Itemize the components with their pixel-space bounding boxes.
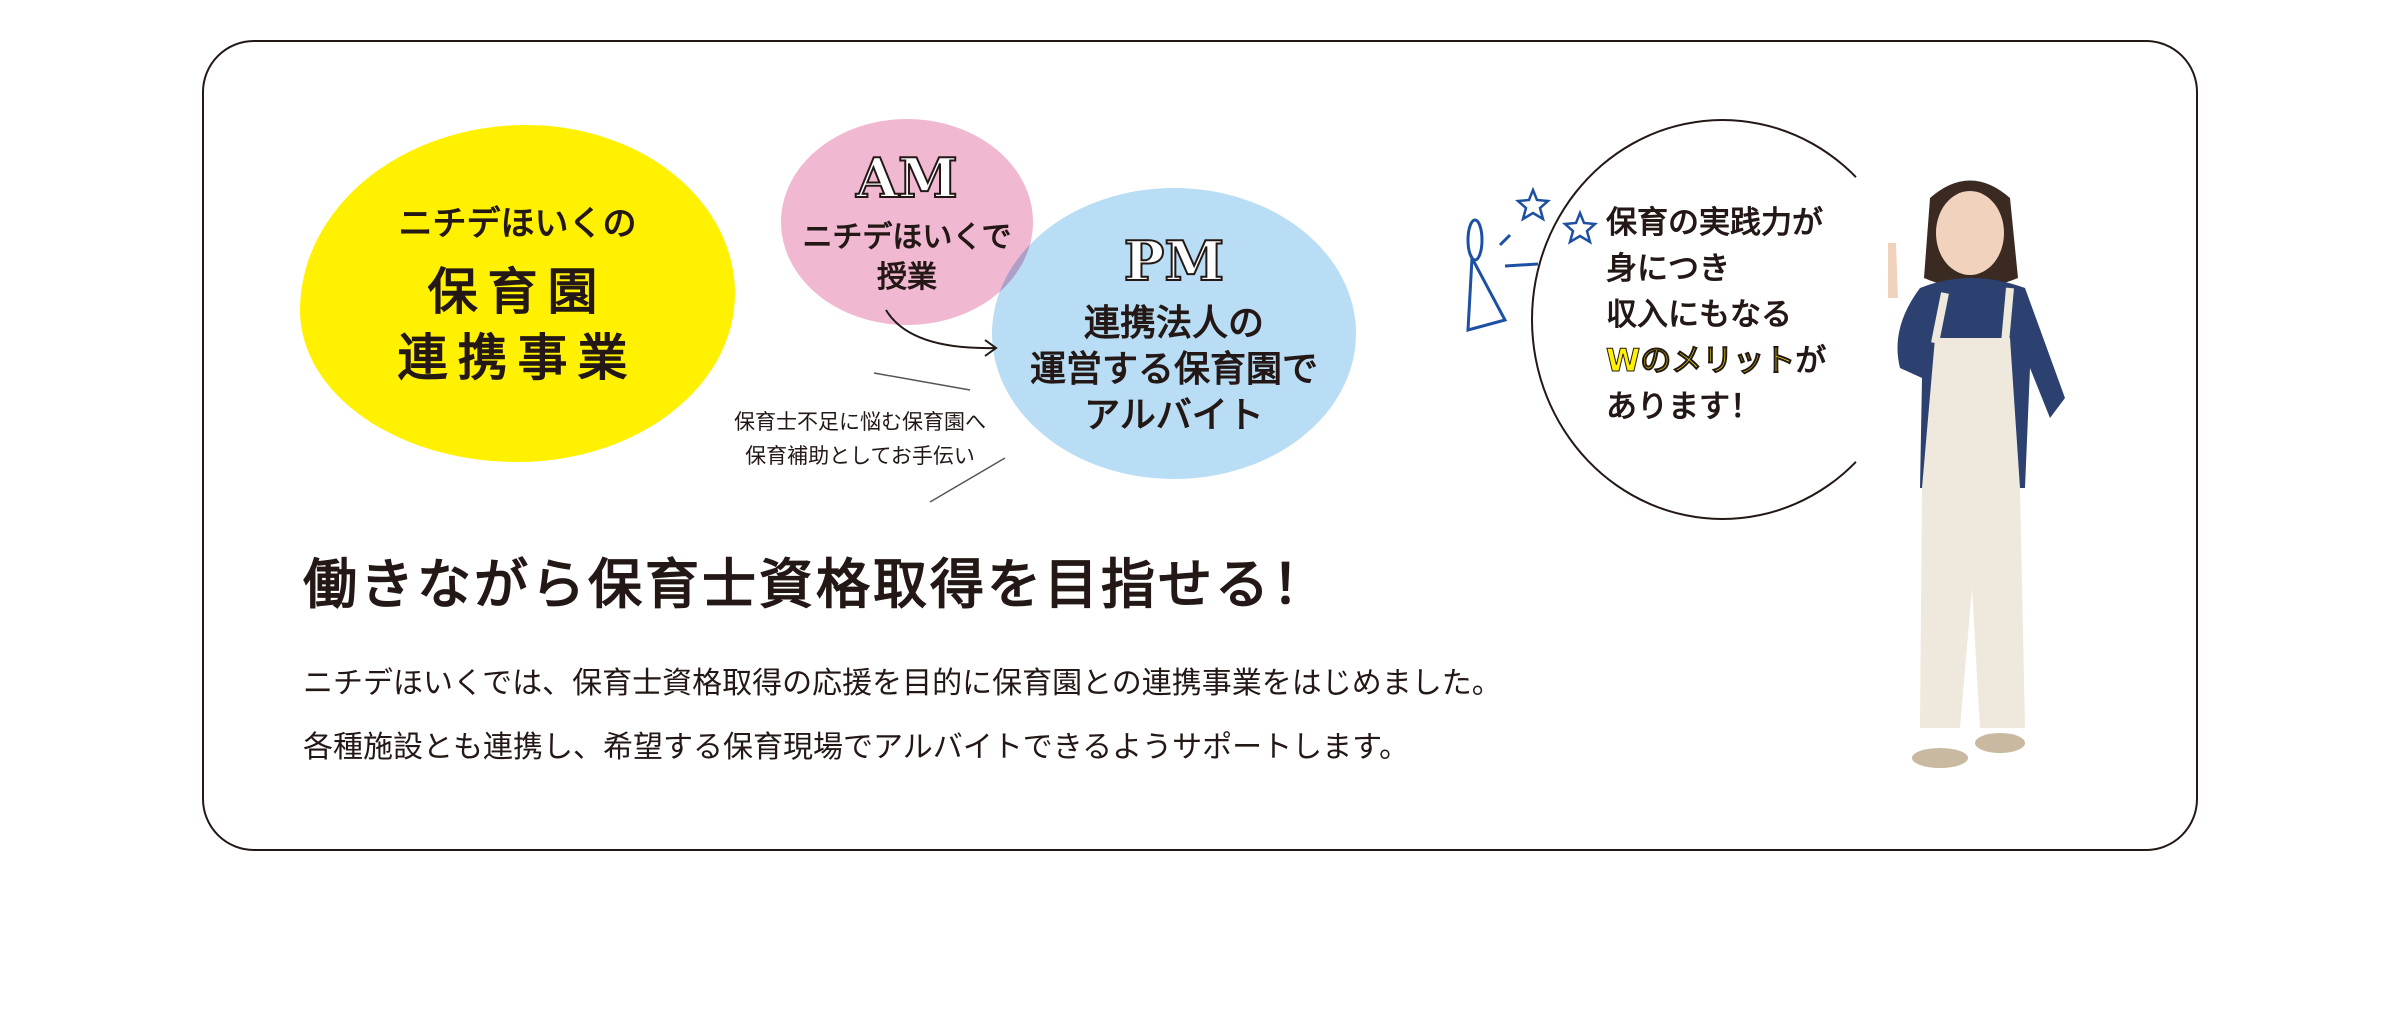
yellow-bubble-line2: 連携事業: [397, 329, 638, 387]
merit-text: 保育の実践力が 身につき 収入にもなる Wのメリットが あります！: [1605, 200, 1827, 430]
am-label: AM: [855, 145, 959, 211]
arrow-head-icon: [984, 339, 998, 357]
merit-circle: [1531, 119, 1914, 520]
body-line1: ニチデほいくでは、保育士資格取得の応援を目的に保育園との連携事業をはじめました。: [303, 666, 1502, 701]
pm-bubble: PM 連携法人の 運営する保育園で アルバイト: [992, 188, 1356, 479]
merit-line1: 保育の実践力が: [1606, 205, 1823, 241]
pm-line3: アルバイト: [1084, 394, 1264, 436]
am-line1: ニチデほいくで: [802, 220, 1012, 255]
student-photo: [1888, 180, 2065, 768]
yellow-bubble: ニチデほいくの 保育園 連携事業: [300, 125, 735, 462]
page-heading: 働きながら保育士資格取得を目指せる！: [303, 553, 1329, 616]
content-card: [202, 40, 2198, 851]
merit-line5: あります！: [1606, 389, 1761, 425]
note-line-top: [873, 372, 971, 391]
yellow-bubble-line1: 保育園: [427, 263, 608, 321]
merit-highlight: Wのメリット: [1605, 343, 1796, 380]
note-line1: 保育士不足に悩む保育園へ: [734, 410, 986, 434]
arrow-icon: [885, 309, 996, 350]
body-text: ニチデほいくでは、保育士資格取得の応援を目的に保育園との連携事業をはじめました。…: [303, 652, 1502, 780]
yellow-bubble-subtitle: ニチデほいくの: [398, 204, 637, 244]
merit-line2: 身につき: [1606, 251, 1730, 287]
note-line2: 保育補助としてお手伝い: [745, 444, 975, 468]
pm-line2: 運営する保育園で: [1029, 348, 1318, 390]
body-line2: 各種施設とも連携し、希望する保育現場でアルバイトできるようサポートします。: [303, 730, 1410, 765]
am-line2: 授業: [877, 260, 937, 295]
merit-line4-suffix: が: [1795, 343, 1827, 379]
note-text: 保育士不足に悩む保育園へ 保育補助としてお手伝い: [700, 405, 1020, 473]
merit-line3: 収入にもなる: [1606, 297, 1792, 333]
note-line-bottom: [929, 457, 1006, 503]
am-bubble: AM ニチデほいくで 授業: [781, 119, 1033, 325]
pm-line1: 連携法人の: [1083, 302, 1264, 344]
triangle-instrument-icon: [1466, 218, 1539, 332]
pm-label: PM: [1123, 228, 1225, 294]
